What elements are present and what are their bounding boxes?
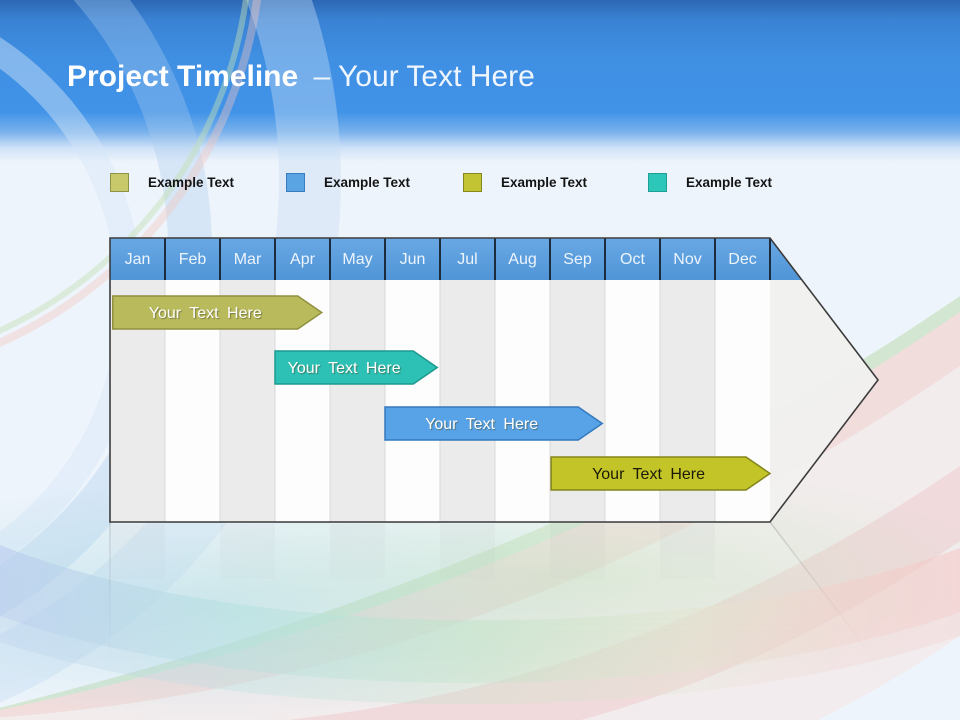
header-dividers (164, 238, 771, 280)
title-band (0, 0, 960, 162)
legend-label: Example Text (148, 174, 235, 190)
legend-swatch-teal (648, 172, 667, 192)
month-column-reflection (330, 524, 385, 579)
legend-label: Example Text (686, 174, 773, 190)
task-bar-label: Your Text Here (592, 466, 705, 483)
legend-item-1: Example Text (110, 171, 234, 193)
task-bar-1 (112, 295, 324, 330)
month-label: Jul (457, 251, 477, 268)
month-label: Dec (728, 251, 756, 268)
task-bar-2 (274, 350, 439, 385)
page-title-main: Project Timeline (67, 60, 299, 93)
legend-label: Example Text (324, 174, 411, 190)
page-title: Project Timeline – Your Text Here (67, 60, 535, 94)
month-label: Aug (508, 251, 536, 268)
month-label: May (342, 251, 372, 268)
timeline-arrow-outline (109, 237, 880, 523)
month-label: Oct (620, 251, 645, 268)
legend-item-3: Example Text (463, 171, 587, 193)
month-label: Apr (290, 251, 316, 268)
month-label: Jan (125, 251, 151, 268)
month-label: Nov (673, 251, 701, 268)
column-separators (164, 280, 716, 522)
task-bar-3 (384, 406, 604, 441)
legend-swatch-yellow (463, 172, 482, 192)
month-column-reflection (220, 524, 275, 579)
page-title-suffix: – Your Text Here (313, 60, 535, 93)
month-label: Jun (400, 251, 426, 268)
month-column (495, 280, 550, 522)
task-bar-label: Your Text Here (149, 305, 262, 322)
month-label: Mar (234, 251, 262, 268)
legend-item-4: Example Text (648, 171, 772, 193)
legend-swatch-blue (286, 172, 305, 192)
month-column-reflection (440, 524, 495, 579)
month-column-reflection (660, 524, 715, 579)
legend-swatch-olive (110, 172, 129, 192)
month-column (440, 280, 495, 522)
task-bar-label: Your Text Here (288, 360, 401, 377)
month-label: Feb (179, 251, 207, 268)
bottom-arc-band (0, 545, 960, 705)
legend-item-2: Example Text (286, 171, 410, 193)
legend-label: Example Text (501, 174, 588, 190)
month-column (330, 280, 385, 522)
month-column-reflection (550, 524, 605, 579)
month-column (385, 280, 440, 522)
month-label: Sep (563, 251, 592, 268)
task-bar-4 (550, 456, 772, 491)
task-bar-label: Your Text Here (425, 416, 538, 433)
month-labels: Jan Feb Mar Apr May Jun Jul Aug Sep Oct Nov Dec (125, 251, 757, 268)
timeline-reflection (109, 521, 879, 720)
month-column-reflection (110, 524, 165, 579)
